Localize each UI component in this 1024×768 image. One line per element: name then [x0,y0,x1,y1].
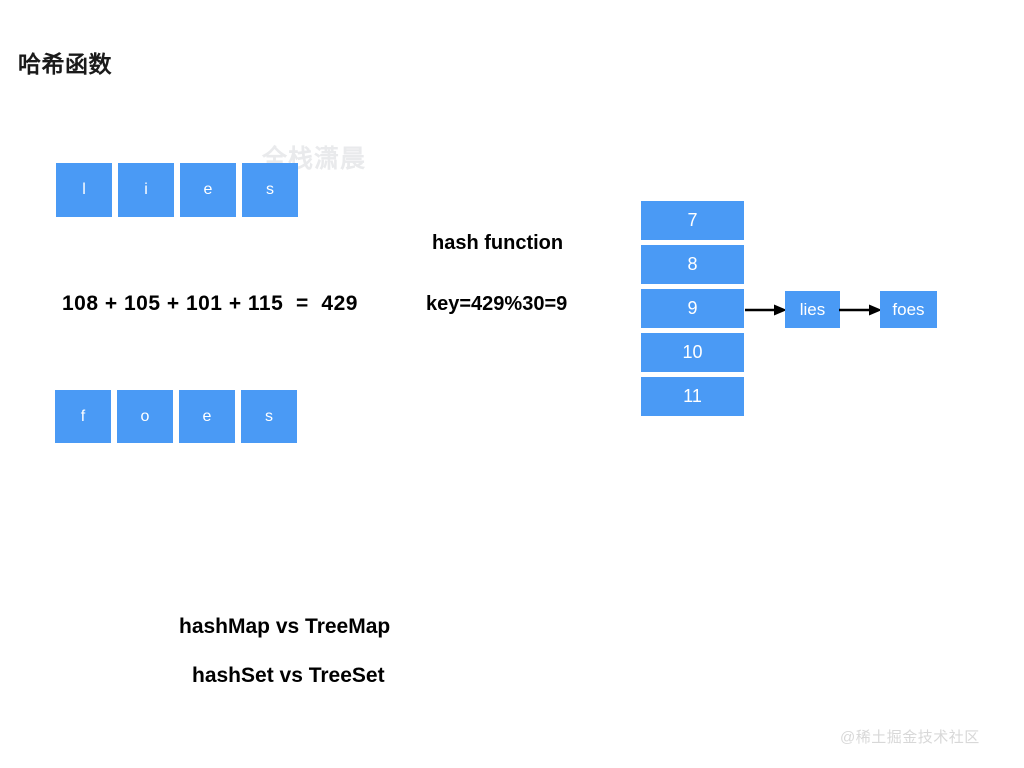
letter-cell: e [180,163,236,217]
arrow-right-icon [839,303,882,317]
hash-function-label: hash function [432,232,564,254]
bucket-cell: 7 [641,201,744,240]
page-title: 哈希函数 [18,51,112,77]
sum-equation: 108 + 105 + 101 + 115 = 429 [62,292,358,315]
bucket-table: 7 8 9 10 11 [641,201,744,416]
chain-node-lies: lies [785,291,840,328]
chain-node-foes: foes [880,291,937,328]
bucket-cell: 8 [641,245,744,284]
letter-cell: s [241,390,297,443]
letter-cell: s [242,163,298,217]
comparison-line-hashset-treeset: hashSet vs TreeSet [192,664,385,687]
word-row-lies: l i e s [56,163,298,217]
bucket-cell: 9 [641,289,744,328]
key-equation: key=429%30=9 [426,293,568,315]
letter-cell: i [118,163,174,217]
letter-cell: e [179,390,235,443]
watermark-corner: @稀土掘金技术社区 [840,729,980,746]
letter-cell: l [56,163,112,217]
bucket-cell: 10 [641,333,744,372]
arrow-right-icon [745,303,787,317]
comparison-line-hashmap-treemap: hashMap vs TreeMap [179,615,391,638]
bucket-cell: 11 [641,377,744,416]
word-row-foes: f o e s [55,390,297,443]
letter-cell: o [117,390,173,443]
letter-cell: f [55,390,111,443]
